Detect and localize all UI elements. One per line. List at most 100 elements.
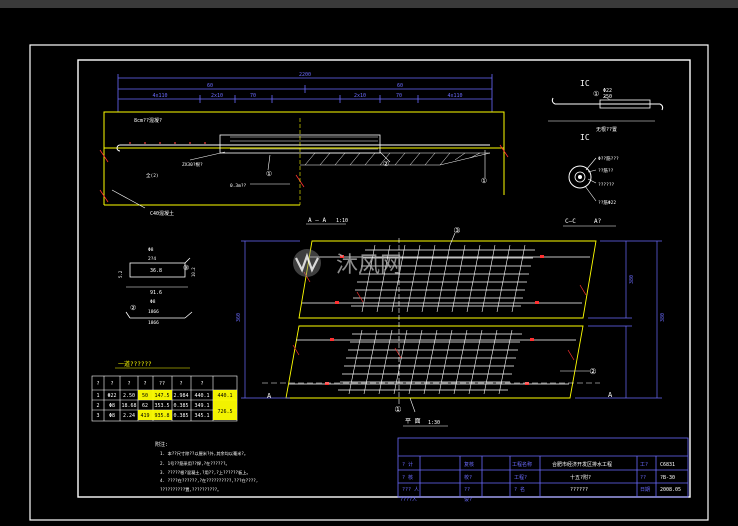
cc-label-3: ?????? [598,182,615,188]
table-header-7: ? [200,381,203,387]
table-header-6: ? [179,381,182,387]
table-cell: 2.24 [123,413,135,419]
notes-heading: 附注: [155,441,168,448]
plan-callout-3: ③ [453,226,460,235]
table-cell: 0.385 [173,413,188,419]
dim-right-vertical-b: 380 [660,313,666,322]
table-cell: 345.1 [194,413,209,419]
aa-bottom-label: C40混凝土 [150,210,174,217]
table-cell: 353.5 [154,403,169,409]
bar2-bottom: 1866 [148,320,159,326]
ic-spec-top: Φ22 [603,88,612,94]
ic-title: IC [580,79,590,88]
bar1-total: 91.6 [150,290,162,296]
table-header-1: ? [96,381,99,387]
table-cell: 935.8 [154,413,169,419]
notes-line-4: 4. ????在??????,?在??????????,???在????, [160,477,258,483]
table-cell: 0.385 [173,403,188,409]
bar2-callout: ② [130,304,136,312]
table-header-4: ? [143,381,146,387]
aa-label-left: 全(2) [146,172,159,179]
dim-row2-mid-b: 70 [250,93,256,99]
cc-detail-drawing [568,157,597,202]
table-header-3: ? [127,381,130,387]
section-aa-drawing [99,111,509,209]
aa-scale: 1:10 [336,218,348,224]
aa-callout-1: ① [481,177,487,185]
bar2-mid: 1866 [148,309,159,315]
table-cell: Φ8 [109,413,115,419]
tb-sheet-no-label: 工? [640,462,648,468]
tb-review2: 复核 [464,461,474,468]
dim-left-vertical: 360 [236,313,242,322]
tb-approve: ????人 [400,497,417,503]
ic-detail-drawing [548,95,664,122]
top-toolbar-strip [0,0,738,8]
watermark-text: 沐风网 [336,253,402,278]
sheet-outer-frame [29,44,709,521]
tb-project-no-label: 工程? [514,474,527,481]
cc-title: C—C [565,218,576,225]
plan-marker-left: A [267,392,272,400]
table-highlight-r3-count [138,410,153,420]
table-highlight-r2-total [213,400,237,420]
cc-label-2: ??筋?? [598,167,614,174]
table-row: 2 Φ8 18.68 62 353.5 0.385 349.1 726.5 [96,403,232,415]
table-cell: 1 [96,393,99,399]
cc-label-1: Φ??筋??? [598,155,619,162]
bar-shape-1 [126,257,191,288]
tb-project-name: 合肥市经济开发区排水工程 [552,461,612,468]
sheet-inner-frame [77,59,691,498]
table-cell: 2 [96,403,99,409]
plan-scale: 1:30 [428,420,440,426]
table-title: 一道?????? [118,360,152,368]
ic-spec-bot: 250 [603,94,612,100]
aa-callout-2: ② [383,160,389,168]
bar1-right: 10.2 [191,267,196,277]
aa-label-mid: ZX30?根? [182,161,203,168]
notes-line-3: 3. ?????根?混凝土,?用??,?上??????板上。 [160,469,251,476]
cc-title-suffix: A? [594,218,602,225]
cc-label-4: ??筋Φ22 [598,199,616,206]
dim-top-seg-2: 60 [397,83,403,89]
tb-check: ??? 人 [402,487,419,493]
notes-line-2: 2. 1号??筋采用??焊,?在??????。 [160,460,230,467]
plan-title: 平 面 [405,418,421,425]
tb-drawing-name: ?????? [570,487,588,493]
bar1-label-top: Φ8 [148,247,154,253]
table-highlight-r1-total [213,390,237,400]
ic-callout: ① [593,90,599,98]
plan-marker-right: A [608,391,613,399]
notes-line-5: ??????????置,??????????。 [160,487,221,493]
tb-project-name-label: 工程名称 [512,461,532,468]
bar-shape-2 [125,311,193,319]
top-dimensions [117,74,493,112]
tb-review: ? 核 [402,474,413,481]
table-cell: 726.5 [217,409,232,415]
table-cell: 349.1 [194,403,209,409]
bar1-callout: ③ [183,264,189,272]
tb-design: ? 计 [402,461,413,468]
dim-row2-left: 4x110 [152,93,167,99]
plan-callout-2: ② [589,367,596,376]
tb-drawing-no-label: ?? [640,475,646,481]
aa-callout-3: ① [266,170,272,178]
table-cell: 440.1 [194,393,209,399]
table-cell: 440.1 [217,393,232,399]
dim-overall-top: 2200 [299,72,311,78]
table-header-2: ? [110,381,113,387]
bar1-bottom: 36.8 [150,268,162,274]
ic-side-label: 无根??置 [596,126,617,133]
dim-top-seg-1: 60 [207,83,213,89]
table-cell: 2.50 [123,393,135,399]
dim-right-vertical-a: 380 [629,275,635,284]
dim-row2-right: 4x110 [447,93,462,99]
aa-label-gap: 0.3m?? [230,183,247,189]
table-row: 1 Φ22 2.50 50 147.5 2.984 440.1 440.1 [96,393,232,399]
table-cell: 18.68 [121,403,136,409]
dim-row2-mid-a: 2x10 [211,93,223,99]
table-cell: Φ22 [107,393,116,399]
bar1-mid: 2?4 [148,256,156,262]
ic-title-2: IC [580,133,590,142]
